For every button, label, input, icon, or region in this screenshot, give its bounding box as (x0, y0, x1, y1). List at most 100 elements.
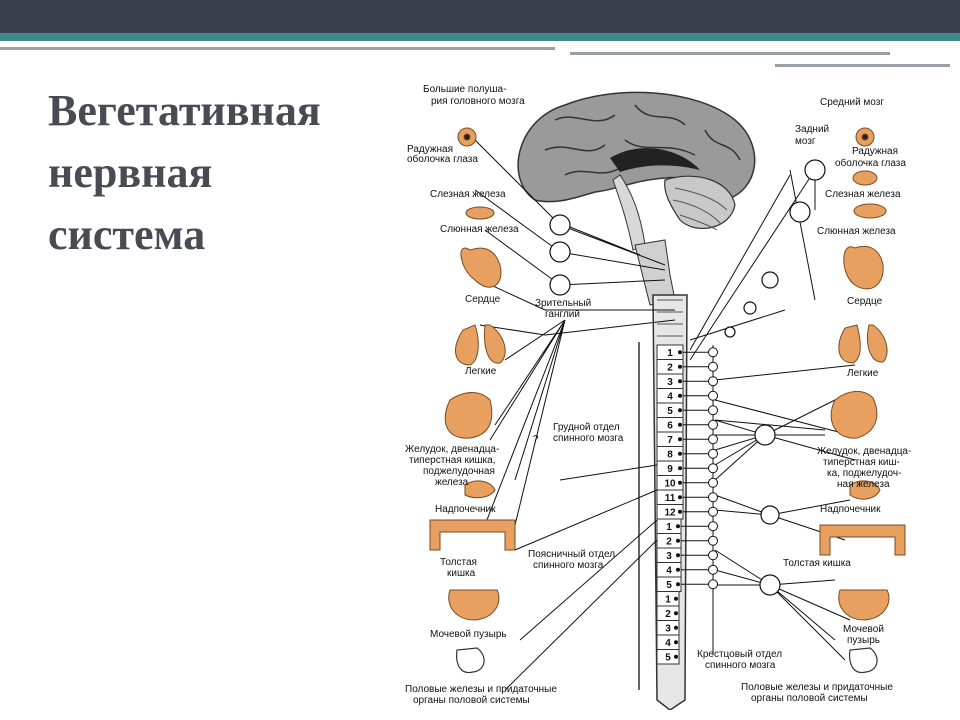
segment-root-dot (674, 640, 678, 645)
label-colon-right: Толстая кишка (783, 558, 851, 569)
label-heart-right: Сердце (847, 296, 883, 307)
label-sacral-2: спинного мозга (705, 660, 776, 671)
label-stomach-left-3: поджелудочная (423, 466, 495, 477)
lungs-left-organ (455, 324, 506, 366)
sympathetic-chain (681, 347, 718, 590)
label-hindbrain-2: мозг (795, 136, 816, 147)
segment-number-thoracic-4: 4 (667, 392, 673, 403)
label-thoracic-2: спинного мозга (553, 433, 624, 444)
segment-root-dot (676, 538, 680, 543)
label-adrenal-right: Надпочечник (820, 504, 881, 515)
decorative-rule-left (0, 47, 555, 50)
label-hindbrain-1: Задний (795, 124, 829, 135)
chain-ganglion (708, 376, 718, 387)
segment-number-thoracic-9: 9 (667, 464, 673, 475)
segment-root-dot (678, 350, 682, 355)
decorative-rule-mid (570, 52, 890, 55)
label-optic-ganglion-2: ганглий (545, 309, 580, 320)
diagram-labels: Большие полуша- рия головного мозга Сред… (405, 84, 911, 706)
chain-ganglion (708, 492, 718, 503)
label-bladder-right-1: Мочевой (843, 624, 884, 635)
label-lacrimal-left: Слезная железа (430, 189, 506, 200)
label-midbrain: Средний мозг (820, 97, 884, 108)
title-line-2: нервная (48, 148, 213, 197)
segment-number-thoracic-10: 10 (664, 479, 676, 490)
segment-number-sacral-3: 3 (665, 624, 671, 635)
segment-number-thoracic-12: 12 (664, 508, 676, 519)
segment-root-dot (678, 408, 682, 413)
segment-root-dot (674, 596, 678, 601)
segment-root-dot (674, 625, 678, 630)
lacrimal-right-organ (852, 170, 878, 186)
slide-title: Вегетативная нервная система (48, 80, 388, 266)
genitals-left-organ (456, 647, 485, 674)
segment-number-thoracic-3: 3 (667, 377, 673, 388)
chain-ganglion (708, 463, 718, 474)
genitals-right-organ (849, 647, 878, 674)
label-iris-right-2: оболочка глаза (835, 157, 906, 169)
label-cerebrum-1: Большие полуша- (423, 84, 506, 95)
label-stomach-right-3: ка, поджелудоч- (827, 468, 901, 479)
chain-ganglion (708, 579, 718, 590)
heart-right-organ (843, 245, 884, 290)
segment-number-sacral-1: 1 (665, 595, 671, 606)
segment-root-dot (674, 654, 678, 659)
label-cerebrum-2: рия головного мозга (431, 96, 525, 107)
label-stomach-left-1: Желудок, двенадца- (405, 444, 499, 455)
label-iris-right-1: Радужная (852, 146, 898, 157)
label-sacral-1: Крестцовый отдел (697, 649, 782, 660)
salivary-right-organ (853, 203, 887, 219)
segment-root-dot (678, 451, 682, 456)
bladder-left-organ (448, 589, 500, 621)
segment-root-dot (676, 524, 680, 529)
chain-ganglion (708, 405, 718, 416)
colon-right-organ (819, 524, 906, 556)
lacrimal-left-organ (465, 206, 495, 220)
chain-ganglion (708, 535, 718, 546)
label-bladder-right-2: пузырь (847, 635, 880, 646)
segment-number-lumbar-3: 3 (666, 551, 672, 562)
segment-root-dot (678, 422, 682, 427)
segment-number-lumbar-2: 2 (666, 537, 672, 548)
slide-top-bar (0, 0, 960, 33)
segment-root-dot (678, 379, 682, 384)
label-stomach-right-4: ная железа (837, 479, 890, 490)
decorative-rule-right (775, 64, 950, 67)
chain-ganglion (708, 434, 718, 445)
label-stomach-left-2: типерстная кишка, (409, 455, 495, 466)
chain-ganglion (708, 361, 718, 372)
segment-root-dot (676, 553, 680, 558)
adrenal-left-organ (464, 480, 496, 499)
stomach-right-organ (830, 391, 878, 439)
chain-ganglion (708, 448, 718, 459)
heart-left-organ (460, 247, 502, 288)
segment-number-thoracic-7: 7 (667, 435, 673, 446)
label-colon-left-2: кишка (447, 568, 476, 579)
label-heart-left: Сердце (465, 294, 501, 305)
segment-number-thoracic-5: 5 (667, 406, 673, 417)
segment-number-thoracic-8: 8 (667, 450, 673, 461)
label-adrenal-left: Надпочечник (435, 504, 496, 515)
label-genitals-left-1: Половые железы и придаточные (405, 684, 557, 695)
segment-number-lumbar-1: 1 (666, 522, 672, 533)
label-salivary-right: Слюнная железа (817, 226, 896, 237)
label-lungs-right: Легкие (847, 368, 879, 379)
segment-root-dot (678, 495, 682, 500)
segment-number-thoracic-6: 6 (667, 421, 673, 432)
bladder-right-organ (838, 589, 890, 621)
label-stomach-right-1: Желудок, двенадца- (817, 446, 911, 457)
slide-accent-stripe (0, 33, 960, 41)
label-lumbar-1: Поясничный отдел (528, 549, 615, 560)
label-genitals-right-1: Половые железы и придаточные (741, 682, 893, 693)
segment-number-thoracic-2: 2 (667, 363, 673, 374)
label-lumbar-2: спинного мозга (533, 560, 604, 571)
label-optic-ganglion-1: Зрительный (535, 298, 591, 309)
chain-ganglion (708, 347, 718, 358)
label-salivary-left: Слюнная железа (440, 224, 519, 235)
segment-root-dot (678, 393, 682, 398)
chain-ganglion (708, 390, 718, 401)
segment-number-lumbar-5: 5 (666, 580, 672, 591)
chain-ganglion (708, 477, 718, 488)
